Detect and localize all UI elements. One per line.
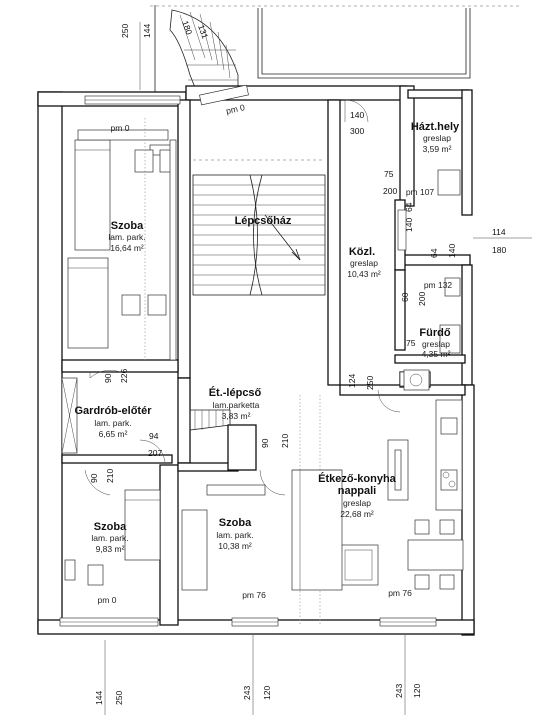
room-floor: greslap (422, 339, 450, 349)
level-mark: pm 0 (111, 123, 130, 133)
dim-label: 120 (412, 684, 422, 698)
dim-label: 250 (365, 376, 375, 390)
dim-label: 114 (492, 227, 506, 237)
room-label-szoba-bl: Szoba lam. park. 9,83 m² (91, 521, 128, 554)
room-area: 3,83 m² (222, 411, 251, 421)
dim-label: 64 (429, 248, 439, 258)
room-floor: lam. park. (108, 232, 145, 242)
dim-label: 124 (347, 374, 357, 388)
room-label-gardrob: Gardrób-előtér lam. park. 6,65 m² (74, 405, 152, 439)
dim-label: 60 (400, 292, 410, 302)
room-floor: lam. park. (91, 533, 128, 543)
dim-label: 120 (262, 686, 272, 700)
room-label-szoba-top: Szoba lam. park. 16,64 m² (108, 220, 145, 253)
dim-label: 140 (404, 218, 414, 232)
dim-label: 94 (149, 431, 159, 441)
dim-label: 90 (103, 373, 113, 383)
dim-label: 144 (94, 691, 104, 705)
room-label-kozl: Közl. greslap 10,43 m² (347, 246, 381, 279)
room-name: Fürdő (419, 327, 450, 339)
room-label-et-lepcso: Ét.-lépcső lam.parketta 3,83 m² (209, 386, 262, 421)
dim-label: 243 (394, 684, 404, 698)
room-name: Gardrób-előtér (74, 405, 152, 417)
dim-label: 180 (180, 19, 194, 36)
level-marks: pm 0 pm 0 pm 0 pm 107 pm 132 pm 76 pm 76 (98, 102, 453, 605)
dim-label: 250 (114, 691, 124, 705)
small-staircase (189, 395, 321, 625)
level-mark: pm 76 (388, 588, 412, 598)
bottom-left-room-furniture (64, 469, 161, 586)
dim-label: 140 (447, 244, 457, 258)
room-name: Szoba (111, 220, 144, 232)
level-mark: pm 107 (406, 187, 435, 197)
dim-label: 75 (406, 338, 416, 348)
room-floor: lam. park. (94, 418, 131, 428)
dim-label: 144 (142, 24, 152, 38)
room-area: 22,68 m² (340, 509, 374, 519)
dim-label: 75 (384, 169, 394, 179)
room-floor: lam. park. (216, 530, 253, 540)
room-name: Étkező-konyha (318, 472, 397, 485)
dim-label: 207 (148, 448, 162, 458)
dim-label: 180 (492, 245, 506, 255)
dim-label: 250 (120, 24, 130, 38)
dimension-lines (104, 22, 532, 715)
room-label-hazt: Házt.hely greslap 3,59 m² (411, 121, 460, 154)
dim-label: 90 (260, 438, 270, 448)
room-name: Lépcsőház (235, 215, 292, 227)
room-area: 10,43 m² (347, 269, 381, 279)
dim-label: 90 (89, 473, 99, 483)
dim-label: 200 (383, 186, 397, 196)
dim-label: 243 (242, 686, 252, 700)
level-mark: pm 132 (424, 280, 453, 290)
top-room-furniture (67, 118, 177, 361)
dim-label: 226 (119, 369, 129, 383)
bottom-middle-room-furniture (181, 469, 286, 591)
dim-label: 200 (417, 292, 427, 306)
context-lines (150, 5, 520, 100)
room-label-etkezo: Étkező-konyha nappali greslap 22,68 m² (318, 472, 397, 519)
room-name: Házt.hely (411, 121, 460, 133)
room-label-szoba-bm: Szoba lam. park. 10,38 m² (216, 517, 253, 551)
room-area: 9,83 m² (96, 544, 125, 554)
level-mark: pm 0 (225, 102, 246, 116)
room-label-lepcsohaz: Lépcsőház (235, 215, 292, 227)
dim-label: 131 (196, 23, 210, 40)
dimension-labels: 250 144 131 180 140 300 75 200 140 64 64… (89, 19, 506, 705)
room-name-line2: nappali (338, 485, 377, 497)
room-floor: lam.parketta (213, 400, 260, 410)
windows (59, 84, 437, 627)
dim-label: 300 (350, 126, 364, 136)
room-area: 6,65 m² (99, 429, 128, 439)
room-floor: greslap (350, 258, 378, 268)
room-label-furdo: Fürdő greslap 4,35 m² (419, 327, 450, 359)
room-name: Szoba (219, 517, 252, 529)
level-mark: pm 0 (98, 595, 117, 605)
level-mark: pm 76 (242, 590, 266, 600)
room-name: Közl. (349, 246, 375, 258)
room-floor: greslap (343, 498, 371, 508)
room-name: Szoba (94, 521, 127, 533)
dim-label: 140 (350, 110, 364, 120)
room-area: 3,59 m² (423, 144, 452, 154)
room-area: 16,64 m² (110, 243, 144, 253)
room-name: Ét.-lépcső (209, 386, 262, 399)
bathroom-fixtures (344, 99, 461, 413)
main-staircase (192, 159, 326, 296)
room-area: 4,35 m² (422, 349, 451, 359)
room-area: 10,38 m² (218, 541, 252, 551)
dim-label: 64 (404, 202, 414, 212)
dim-label: 210 (280, 434, 290, 448)
wardrobe-furniture (61, 370, 166, 463)
room-floor: greslap (423, 133, 451, 143)
dim-label: 210 (105, 469, 115, 483)
kitchen-furniture (291, 371, 464, 591)
